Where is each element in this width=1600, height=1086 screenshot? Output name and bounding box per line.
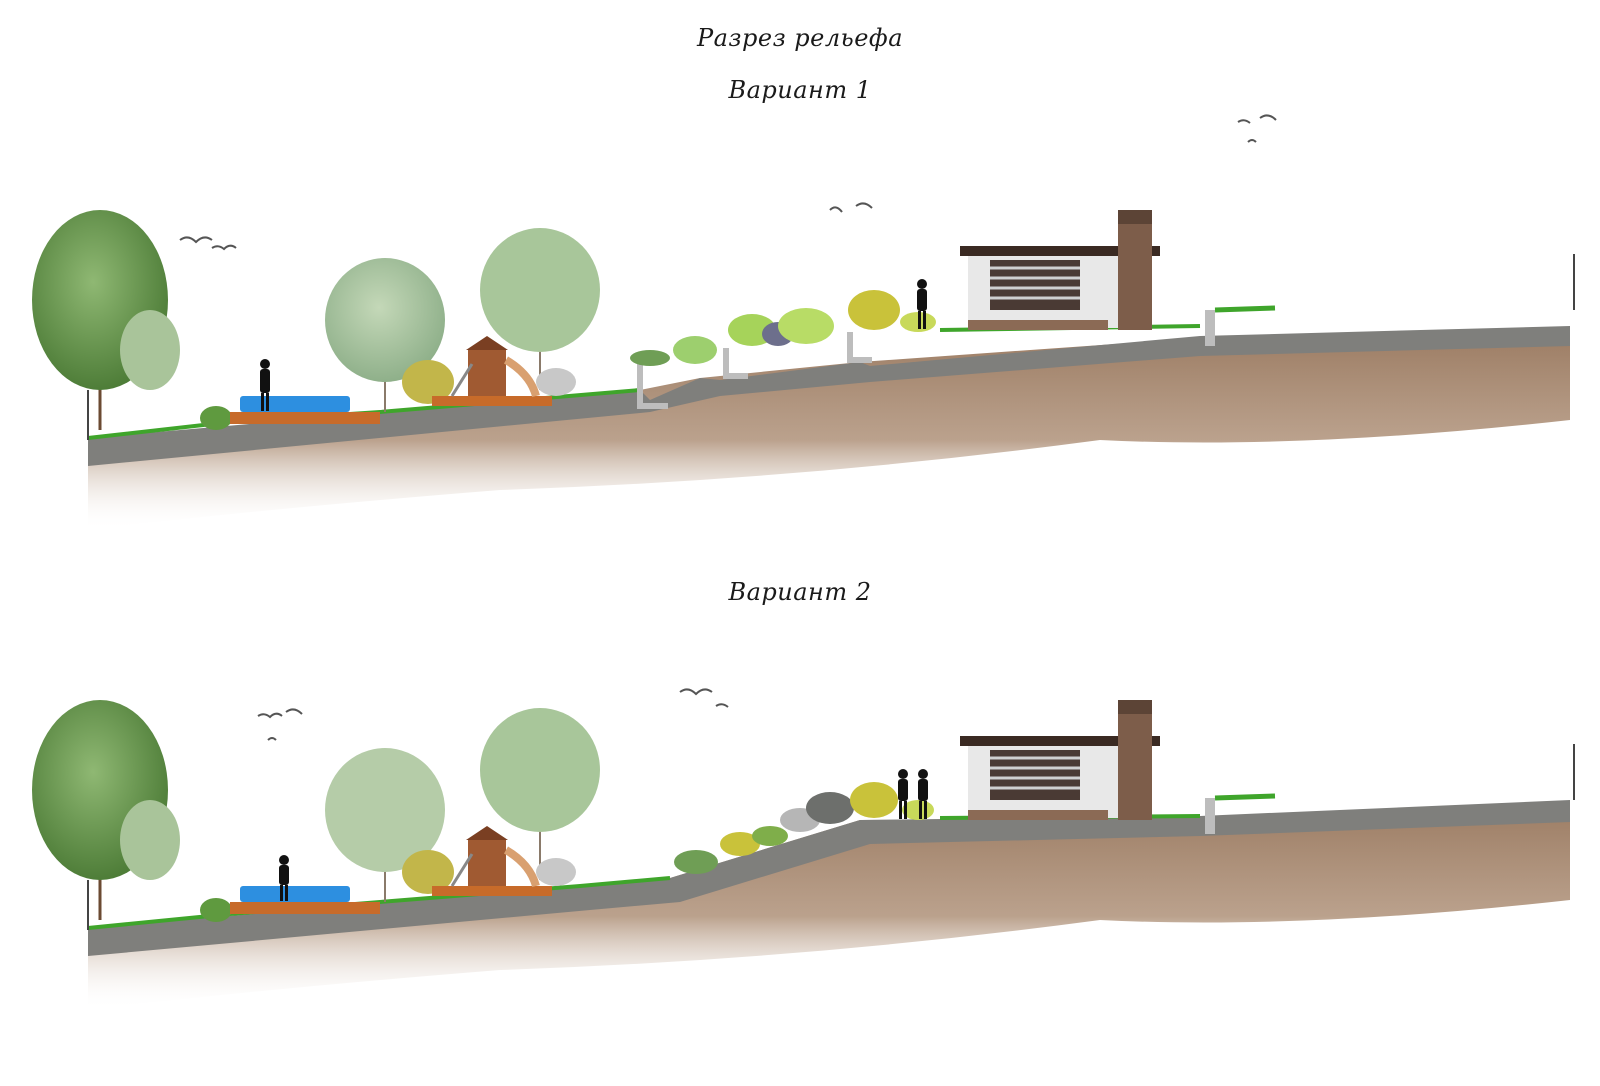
birds bbox=[257, 688, 729, 741]
shrub bbox=[630, 350, 670, 366]
pool-base bbox=[230, 412, 380, 424]
retaining-wall bbox=[1205, 310, 1215, 346]
gravel-layer bbox=[88, 800, 1570, 956]
shrub bbox=[402, 850, 454, 894]
tree-large bbox=[32, 700, 180, 920]
pavilion bbox=[960, 700, 1160, 820]
soil-layer bbox=[88, 330, 1570, 530]
tree-medium bbox=[325, 258, 445, 412]
variant-2-title: Вариант 2 bbox=[728, 578, 872, 606]
retaining-wall bbox=[847, 332, 872, 363]
pool-base bbox=[230, 902, 380, 914]
shrub bbox=[200, 898, 232, 922]
tree-large bbox=[32, 210, 180, 430]
pool bbox=[240, 396, 350, 412]
shrub bbox=[200, 406, 232, 430]
page-title: Разрез рельефа bbox=[696, 24, 904, 52]
shrub bbox=[752, 826, 788, 846]
pool bbox=[240, 886, 350, 902]
shrub bbox=[848, 290, 900, 330]
gravel-layer bbox=[88, 326, 1570, 466]
shrub bbox=[673, 336, 717, 364]
shrub bbox=[674, 850, 718, 874]
playground bbox=[432, 336, 552, 406]
shrub bbox=[402, 360, 454, 404]
shrub bbox=[720, 832, 760, 856]
person-silhouette bbox=[279, 855, 289, 901]
section-variant-1 bbox=[32, 202, 1575, 530]
retaining-wall bbox=[723, 348, 748, 379]
soil-layer bbox=[88, 802, 1570, 1010]
person-silhouette bbox=[918, 769, 928, 819]
tree-medium bbox=[325, 748, 445, 902]
section-variant-2 bbox=[32, 688, 1575, 1010]
birds bbox=[179, 202, 873, 251]
playground bbox=[432, 826, 552, 896]
shrub bbox=[778, 308, 834, 344]
variant-1-title: Вариант 1 bbox=[728, 76, 872, 104]
shrub bbox=[850, 782, 898, 818]
retaining-wall bbox=[637, 364, 668, 409]
person-silhouette bbox=[260, 359, 270, 411]
person-silhouette bbox=[917, 279, 927, 329]
retaining-wall bbox=[1205, 798, 1215, 834]
pavilion bbox=[960, 210, 1160, 330]
birds-top-right bbox=[1237, 114, 1277, 143]
person-silhouette bbox=[898, 769, 908, 819]
shrub bbox=[806, 792, 854, 824]
